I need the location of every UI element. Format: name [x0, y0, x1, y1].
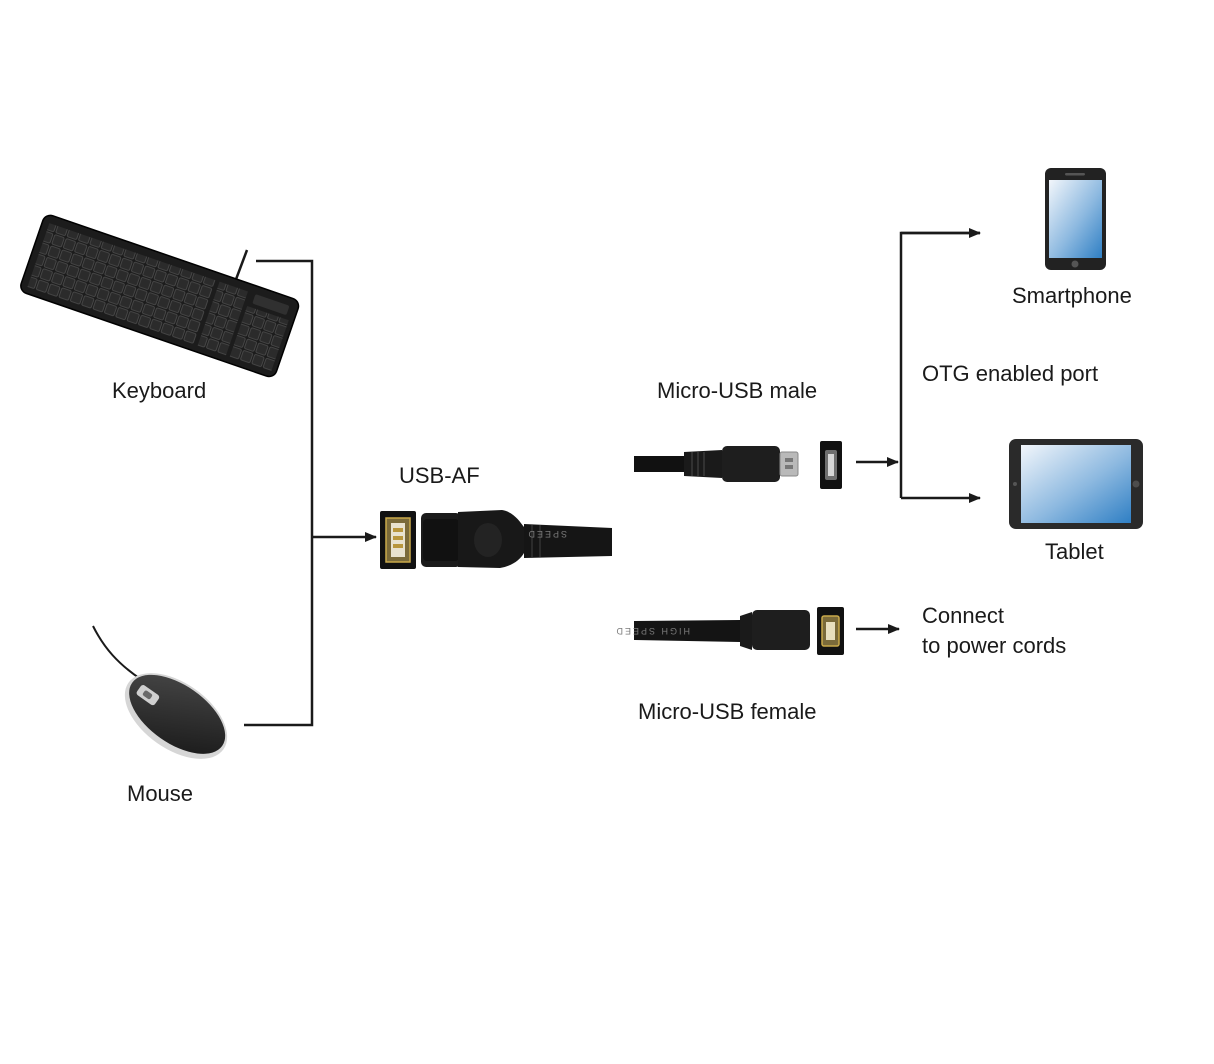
- micro-usb-female-label: Micro-USB female: [638, 699, 817, 724]
- connect-label-line1: Connect: [922, 603, 1004, 628]
- micro-usb-male-label: Micro-USB male: [657, 378, 818, 403]
- tablet-icon: [1009, 439, 1143, 529]
- usb-af-cable-print: SPEED: [526, 529, 567, 539]
- smartphone-label: Smartphone: [1012, 283, 1132, 308]
- usb-af-connector-icon: [380, 511, 416, 569]
- connect-label-line2: to power cords: [922, 633, 1067, 658]
- smartphone-icon: [1045, 168, 1106, 270]
- micro-usb-female-icon: HIGH SPEED: [614, 607, 844, 655]
- keyboard-icon: [20, 214, 300, 378]
- keyboard-label: Keyboard: [112, 378, 207, 403]
- keyboard-connection-line: [244, 259, 314, 727]
- micro-usb-male-icon: [634, 441, 842, 489]
- otg-port-label: OTG enabled port: [922, 361, 1099, 386]
- tablet-label: Tablet: [1045, 539, 1104, 564]
- mouse-icon: [92, 625, 228, 759]
- usb-af-cable-icon: SPEED: [421, 510, 612, 568]
- mouse-label: Mouse: [127, 781, 194, 806]
- micro-female-cable-print: HIGH SPEED: [614, 626, 690, 636]
- usb-af-label: USB-AF: [399, 463, 480, 488]
